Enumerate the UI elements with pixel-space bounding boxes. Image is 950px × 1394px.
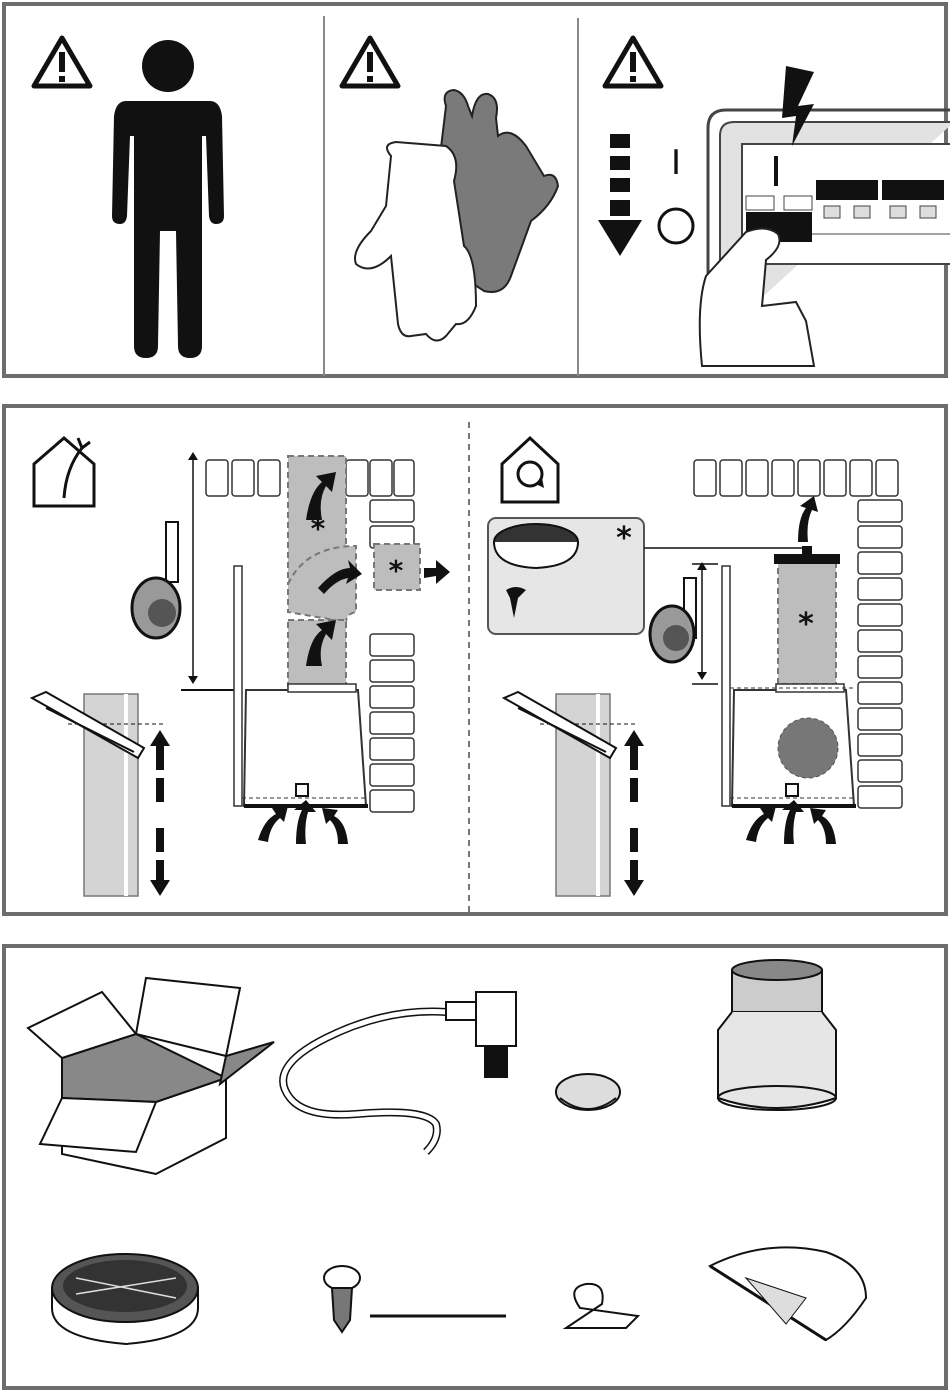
warning-icon [34, 38, 90, 86]
grease-filter-icon [52, 1254, 198, 1344]
contents-panel [2, 944, 948, 1390]
template-board-icon [710, 1247, 866, 1340]
optional-part-asterisk: * [311, 512, 326, 545]
cable-clip-icon [566, 1284, 638, 1328]
installation-diagrams: * * [6, 408, 950, 920]
optional-part-asterisk: * [798, 607, 814, 642]
box-icon [28, 978, 274, 1174]
safety-panel: I [2, 2, 948, 378]
optional-part-asterisk: * [389, 554, 404, 587]
switch-off-symbol [659, 209, 693, 243]
cap-icon [556, 1074, 620, 1110]
power-cable-icon [283, 992, 516, 1152]
optional-part-asterisk: * [616, 521, 632, 556]
tape-measure-icon [650, 578, 696, 662]
person-icon [112, 40, 224, 358]
tape-measure-icon [132, 522, 180, 638]
screw-icon [324, 1266, 506, 1332]
carbon-filter-callout: * [488, 518, 806, 634]
safety-illustrations: I [6, 6, 950, 382]
switch-on-symbol: I [671, 143, 681, 183]
extraction-mode-icon [34, 438, 94, 506]
duct-reducer-icon [718, 960, 836, 1110]
recirculation-mode-icon [502, 438, 558, 502]
power-off-icon: I [598, 66, 950, 366]
gloves-icon [355, 90, 558, 341]
contents-illustrations [6, 948, 950, 1394]
installation-panel: * * [2, 404, 948, 916]
warning-icon [605, 38, 661, 86]
warning-icon [342, 38, 398, 86]
chimney-cut [32, 692, 170, 896]
